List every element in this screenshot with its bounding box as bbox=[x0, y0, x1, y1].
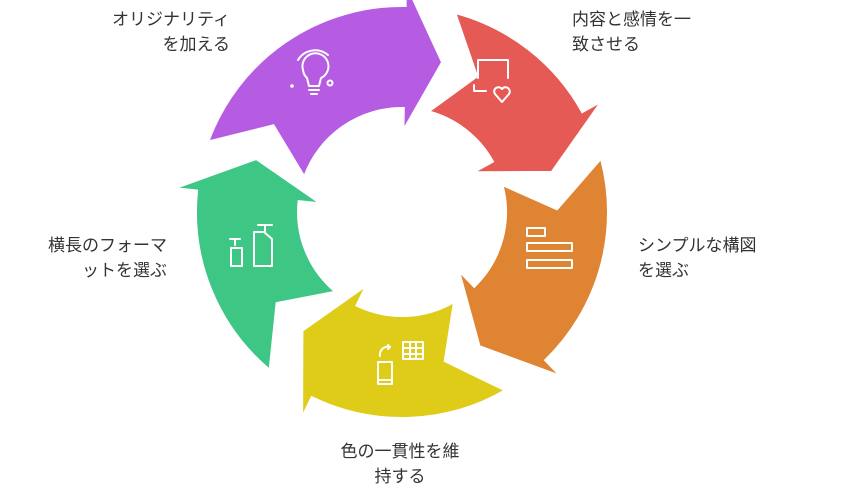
bars-layout-icon bbox=[526, 227, 573, 269]
step-label-color-consistency: 色の一貫性を維 持する bbox=[340, 442, 460, 487]
phone-table-icon bbox=[377, 341, 424, 385]
step-label-content-emotion: 内容と感情を一 致させる bbox=[572, 10, 691, 55]
cycle-arrow-landscape-format bbox=[174, 157, 338, 372]
cycle-arrow-originality bbox=[206, 0, 444, 179]
step-label-originality: オリジナリティ を加える bbox=[112, 10, 230, 55]
lightbulb-icon bbox=[290, 49, 334, 95]
step-label-simple-composition: シンプルな構図 を選ぶ bbox=[638, 236, 757, 281]
laptop-heart-icon bbox=[473, 59, 511, 103]
cycle-arrow-content-emotion bbox=[426, 11, 603, 174]
step-label-landscape-format: 横長のフォーマ ットを選ぶ bbox=[48, 236, 167, 281]
aspect-ratio-icon bbox=[229, 224, 273, 267]
